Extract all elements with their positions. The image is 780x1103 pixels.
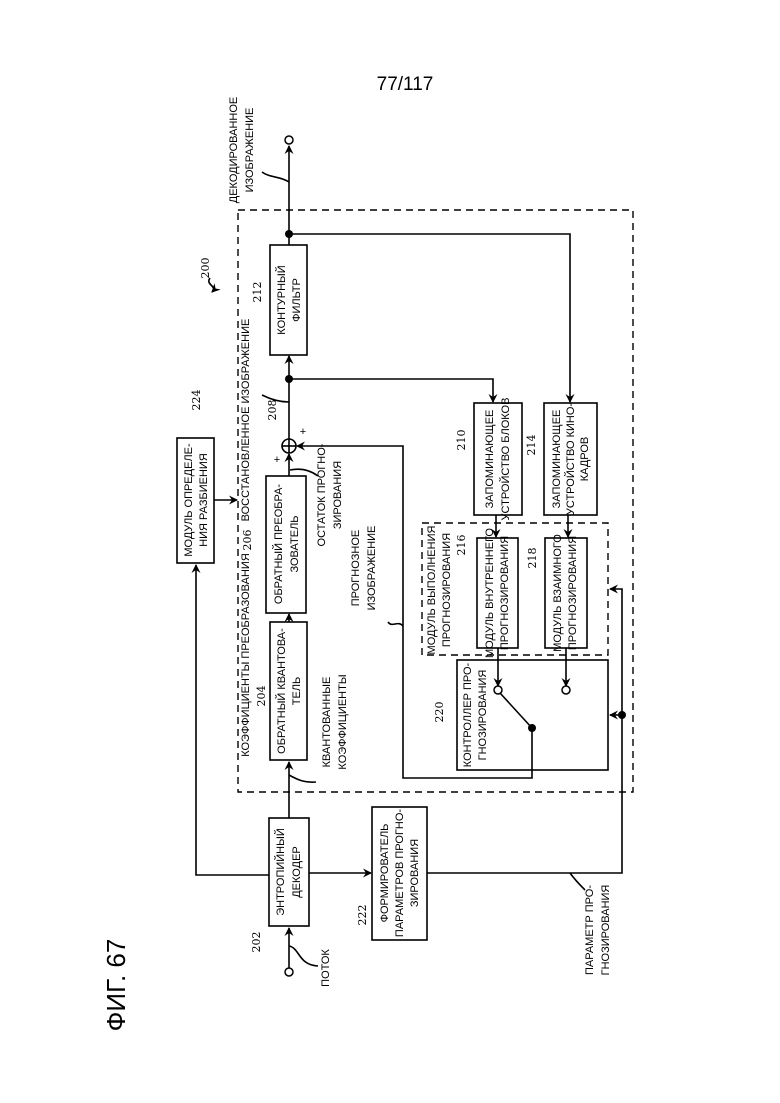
frame-memory-label: ЗАПОМИНАЮЩЕЕ: [551, 410, 563, 509]
figure-label: ФИГ. 67: [101, 939, 131, 1032]
predicted-image-label: ИЗОБРАЖЕНИЕ: [366, 526, 378, 611]
stream-label: ПОТОК: [320, 949, 332, 987]
quantized-coefficients-label: КОЭФФИЦИЕНТЫ: [337, 674, 349, 769]
split-determination-label: НИЯ РАЗБИЕНИЯ: [198, 453, 210, 547]
inverse-transformer-label: ОБРАТНЫЙ ПРЕОБРА-: [272, 484, 285, 605]
diagram-ref-arrow: [209, 278, 214, 292]
adder-ref: 208: [266, 400, 279, 421]
predicted-image-label: ПРОГНОЗНОЕ: [350, 530, 362, 607]
prediction-param-generator-label: ФОРМИРОВАТЕЛЬ: [379, 824, 391, 923]
loop-filter-label: ФИЛЬТР: [291, 278, 303, 322]
prediction-controller-label: КОНТРОЛЛЕР ПРО-: [462, 662, 474, 767]
decoded-image-label: ДЕКОДИРОВАННОЕ: [228, 97, 240, 203]
prediction-parameter-label: ПАРАМЕТР ПРО-: [584, 885, 596, 975]
block-memory-ref: 210: [455, 430, 468, 451]
block-memory-label: УСТРОЙСТВО БЛОКОВ: [499, 398, 512, 521]
inverse-quantizer-label: ТЕЛЬ: [291, 677, 303, 706]
block-memory-block: [474, 403, 522, 515]
prediction-residual-label: ЗИРОВАНИЯ: [332, 461, 344, 529]
inverse-quantizer-ref: 204: [255, 686, 268, 707]
inter-prediction-label: МОДУЛЬ ВЗАИМНОГО: [552, 534, 564, 652]
prediction-param-generator-label: ЗИРОВАНИЯ: [409, 839, 421, 907]
plus-sign: +: [274, 454, 280, 466]
plus-sign: +: [300, 426, 306, 438]
leader-line: [388, 622, 403, 626]
loop-filter-ref: 212: [251, 282, 264, 303]
decoded-image-label: ИЗОБРАЖЕНИЕ: [244, 108, 256, 193]
prediction-param-generator-ref: 222: [356, 905, 369, 926]
prediction-module-label: ПРОГНОЗИРОВАНИЯ: [441, 533, 453, 647]
loop-filter-label: КОНТУРНЫЙ: [275, 265, 288, 334]
entropy-decoder-label: ДЕКОДЕР: [291, 846, 303, 898]
inter-prediction-ref: 218: [526, 548, 539, 569]
frame-memory-label: УСТРОЙСТВО КИНО-: [564, 403, 577, 516]
prediction-param-generator-label: ПАРАМЕТРОВ ПРОГНО-: [394, 809, 406, 937]
split-determination-ref: 224: [190, 390, 203, 411]
page-number: 77/117: [377, 74, 434, 95]
prediction-controller-label: ГНОЗИРОВАНИЯ: [477, 670, 489, 761]
prediction-parameter-label: ГНОЗИРОВАНИЯ: [600, 885, 612, 976]
leader-line: [570, 873, 585, 890]
inverse-transformer-ref: 206: [241, 530, 254, 551]
inverse-transformer-label: ЗОВАТЕЛЬ: [289, 515, 301, 572]
block-memory-label: ЗАПОМИНАЮЩЕЕ: [484, 410, 496, 509]
prediction-residual-label: ОСТАТОК ПРОГНО-: [316, 443, 328, 546]
leader-line: [290, 469, 318, 476]
transform-coefficients-label: КОЭФФИЦИЕНТЫ ПРЕОБРАЗОВАНИЯ: [240, 553, 252, 757]
split-determination-label: МОДУЛЬ ОПРЕДЕЛЕ-: [183, 443, 195, 557]
leader-line: [262, 172, 289, 182]
quantized-coefficients-label: КВАНТОВАННЫЕ: [321, 677, 333, 768]
adder: [282, 439, 296, 453]
diagram-ref: 200: [199, 258, 212, 279]
intra-prediction-ref: 216: [455, 535, 468, 556]
intra-prediction-label: ПРОГНОЗИРОВАНИЯ: [499, 536, 511, 650]
prediction-controller-ref: 220: [433, 702, 446, 723]
inter-prediction-label: ПРОГНОЗИРОВАНИЯ: [567, 536, 579, 650]
frame-memory-label: КАДРОВ: [579, 437, 591, 482]
intra-prediction-label: МОДУЛЬ ВНУТРЕННЕГО: [484, 528, 496, 658]
entropy-decoder-ref: 202: [250, 932, 263, 953]
entropy-decoder-label: ЭНТРОПИЙНЫЙ: [274, 828, 287, 916]
leader-line: [289, 775, 316, 782]
reconstructed-image-label: ВОССТАНОВЛЕННОЕ ИЗОБРАЖЕНИЕ: [240, 319, 252, 522]
prediction-module-label: МОДУЛЬ ВЫПОЛНЕНИЯ: [426, 526, 438, 655]
inverse-quantizer-label: ОБРАТНЫЙ КВАНТОВА-: [275, 628, 288, 754]
frame-memory-ref: 214: [525, 435, 538, 456]
leader-line: [289, 946, 318, 966]
